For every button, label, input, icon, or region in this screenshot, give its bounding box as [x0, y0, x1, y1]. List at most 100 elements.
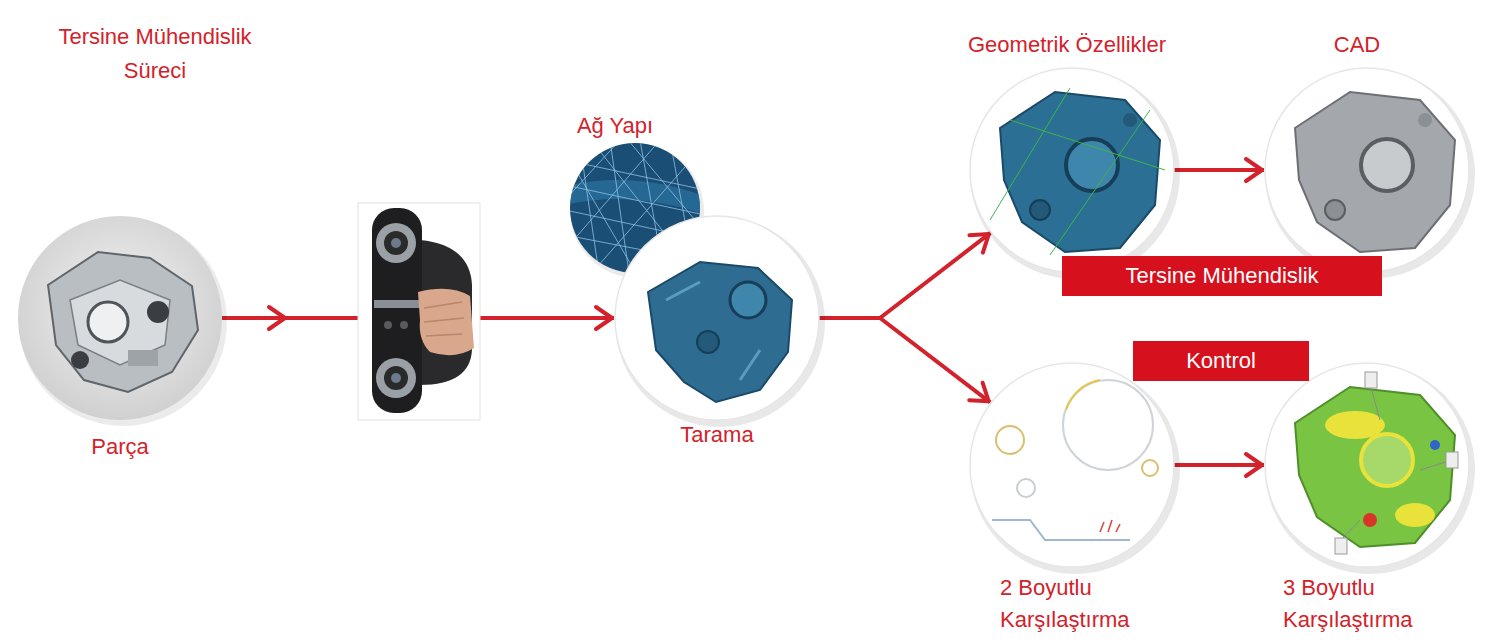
colormap-spot [1363, 513, 1377, 527]
arrow-head [969, 383, 988, 401]
step-circle: CAD [1265, 68, 1469, 272]
part-boss [128, 350, 158, 366]
hand [418, 289, 474, 355]
step-circle: Geometrik Özellikler [970, 68, 1174, 272]
circle-shadow [1265, 364, 1475, 574]
label-slot: 2 Boyutlu Karşılaştırma [1000, 572, 1180, 636]
arrow-head [596, 307, 612, 329]
arrow-head [969, 234, 988, 252]
section-circle [1017, 479, 1035, 497]
scan-circle [615, 216, 819, 420]
callout-leaders [1341, 388, 1446, 540]
connector-line [819, 318, 990, 402]
scanner-backdrop [358, 203, 480, 420]
flow-connector [819, 233, 990, 318]
feature-axes [990, 88, 1165, 255]
flow-connector [1174, 454, 1264, 476]
scanner-lens-center [391, 373, 401, 383]
deviation-arc [1066, 380, 1100, 410]
step-label: Tarama [615, 422, 819, 448]
stage-band: Kontrol [1133, 341, 1309, 381]
section-circle [996, 426, 1024, 454]
colormap-part [1295, 387, 1455, 547]
step-circle: Tarama [615, 216, 819, 420]
colormap-patch [1395, 503, 1435, 527]
circle-shadow [615, 217, 825, 427]
stage-band: Tersine Mühendislik [1062, 256, 1382, 296]
scanner-lens [384, 366, 408, 390]
label-slot: 3 Boyutlu Karşılaştırma [1283, 572, 1473, 636]
colormap-model [1295, 387, 1455, 547]
scanner-lens [384, 231, 408, 255]
colormap-spot [1430, 440, 1440, 450]
scanner-camera [376, 358, 416, 398]
step-label: Parça [18, 434, 222, 460]
step-circle: Ağ Yapı [570, 143, 700, 273]
colormap-bore [1361, 434, 1413, 486]
band-label: Kontrol [1186, 348, 1256, 374]
label-slot: Ağ Yapı [550, 113, 680, 139]
cad-hole [1325, 200, 1345, 220]
cad-circle [1265, 68, 1469, 272]
section-circle [1142, 460, 1158, 476]
part-hole [147, 301, 169, 323]
deviation-marks [1100, 520, 1120, 532]
compare2d-circle [970, 363, 1174, 567]
feature-part [1000, 92, 1160, 252]
part-face [70, 280, 170, 365]
scanner-trim [374, 300, 420, 308]
section-circle [1063, 380, 1153, 470]
connector-line [1174, 168, 1264, 172]
diagram-title: Tersine Mühendislik Süreci [30, 20, 280, 88]
step-label: Ağ Yapı [550, 113, 680, 139]
callout-icon [1365, 372, 1377, 388]
part-bore [88, 302, 128, 342]
arrow-head [1246, 454, 1262, 476]
label-slot: Tarama [615, 422, 819, 448]
scanner-body [372, 208, 422, 413]
part-hole [71, 351, 89, 369]
step-label: 2 Boyutlu Karşılaştırma [1000, 572, 1180, 636]
feature-hole [1030, 200, 1050, 220]
feature-hole [1123, 113, 1137, 127]
scan-part [648, 262, 792, 402]
hand-fingers [424, 302, 464, 336]
scan-hole [697, 331, 719, 353]
part-circle [18, 216, 222, 420]
connector-line [1174, 463, 1264, 467]
circle-shadow [970, 69, 1180, 279]
arrow-head [1246, 159, 1262, 181]
flow-chevron [269, 307, 285, 329]
cad-model [1295, 92, 1455, 252]
scan-ribs [666, 282, 760, 380]
label-slot: Parça [18, 434, 222, 460]
circle-shadow [1265, 69, 1475, 279]
flow-connector [819, 318, 990, 402]
label-slot: CAD [1255, 32, 1459, 58]
scanner-light [384, 321, 392, 329]
callout-icon [1335, 538, 1347, 554]
callout-icon [1446, 452, 1458, 468]
cad-hole [1418, 113, 1432, 127]
compare3d-circle [1265, 363, 1469, 567]
connector-line [819, 233, 990, 318]
part-photo [48, 252, 198, 392]
scan-bore [730, 282, 766, 318]
step-label: Geometrik Özellikler [968, 32, 1230, 58]
scanner-light [400, 321, 408, 329]
label-slot: Tersine Mühendislik Süreci [30, 20, 280, 88]
flow-connector [1174, 159, 1264, 181]
circle-shadow [970, 364, 1180, 574]
cad-bore [1361, 139, 1413, 191]
band-label: Tersine Mühendislik [1125, 263, 1318, 289]
step-circle: 3 Boyutlu Karşılaştırma [1265, 363, 1469, 567]
step-label: CAD [1255, 32, 1459, 58]
step-label: 3 Boyutlu Karşılaştırma [1283, 572, 1473, 636]
label-slot: Geometrik Özellikler [968, 32, 1230, 58]
step-circle: 2 Boyutlu Karşılaştırma [970, 363, 1174, 567]
cad-part [1295, 92, 1455, 252]
scanner-camera [376, 223, 416, 263]
